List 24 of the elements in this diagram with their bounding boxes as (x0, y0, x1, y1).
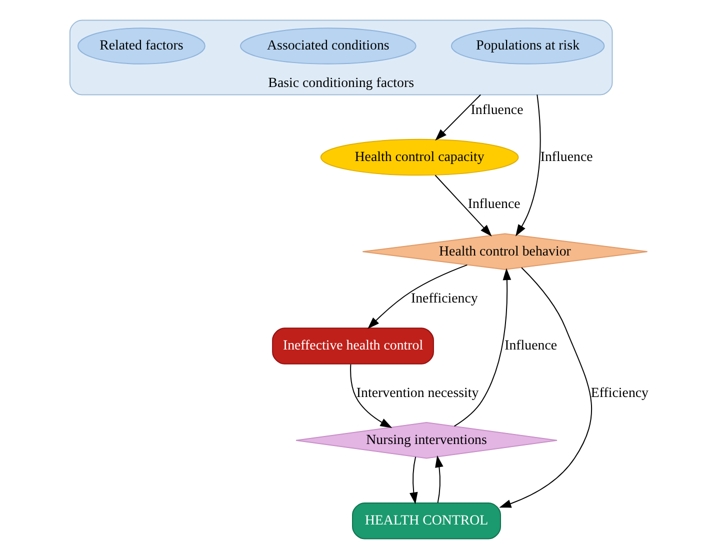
node-ellipse: Related factors (76, 28, 205, 64)
node-ellipse: Health control capacity (320, 138, 518, 176)
edge-label: Influence (467, 197, 520, 212)
arrow (498, 267, 592, 508)
node-box: HEALTH CONTROL (352, 502, 501, 540)
edge-label: Efficiency (590, 386, 648, 401)
arrow (409, 456, 418, 504)
node-ellipse: Associated conditions (240, 28, 416, 64)
arrow (434, 174, 492, 236)
arrow (434, 94, 481, 141)
edge-label: Influence (504, 338, 557, 354)
node-box: Ineffective health control (272, 328, 434, 364)
arrow (434, 455, 443, 504)
node-diamond: Nursing interventions (295, 422, 558, 459)
edge-label: Influence (540, 150, 592, 165)
edge-label: Intervention necessity (356, 386, 478, 401)
node-ellipse: Populations at risk (450, 28, 604, 64)
arrow (515, 94, 540, 236)
edge-label: Inefficiency (410, 292, 478, 307)
arrow (453, 268, 511, 427)
arrow (367, 264, 468, 329)
node-diamond: Health control behavior (362, 233, 648, 270)
edge-label: Influence (470, 102, 523, 118)
arrow (350, 364, 392, 428)
